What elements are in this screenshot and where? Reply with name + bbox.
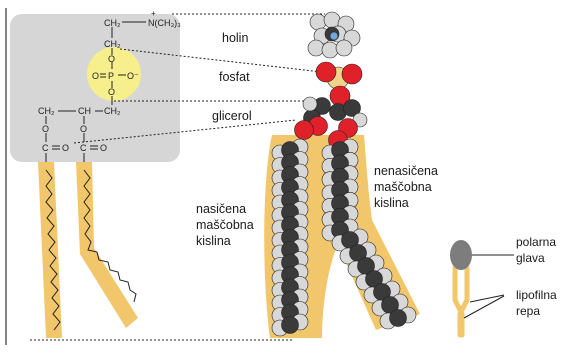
label-phosphate: fosfat xyxy=(219,70,250,84)
hydrogen-atom xyxy=(336,40,352,56)
label-polar-head-1: polarna xyxy=(516,235,556,249)
schematic-tails xyxy=(38,162,138,338)
label-polar-head-2: glava xyxy=(516,251,545,265)
ch2-top: CH₂ xyxy=(104,18,121,28)
o-link-1: O xyxy=(108,54,115,64)
ester-o-left: O xyxy=(42,124,49,134)
ch2-mid: CH₂ xyxy=(104,39,121,49)
label-saturated-2: maščobna xyxy=(196,218,254,232)
carbonyl-o-right: O xyxy=(100,143,107,153)
carbonyl-c-left: C xyxy=(42,143,49,153)
polar-head-icon xyxy=(450,240,472,270)
hydrogen-atom xyxy=(303,97,317,111)
choline-charge: + xyxy=(151,9,156,18)
label-unsaturated-1: nenasičena xyxy=(374,164,438,178)
o-link-2: O xyxy=(108,87,115,97)
hydrogen-atom xyxy=(322,42,338,58)
o-left: O xyxy=(92,71,99,81)
glycerol-ch2-right: CH₂ xyxy=(104,106,121,116)
ester-o-right: O xyxy=(80,124,87,134)
label-choline: holin xyxy=(222,31,248,45)
carbonyl-c-right: C xyxy=(80,143,87,153)
label-saturated-3: kislina xyxy=(196,234,231,248)
glycerol-ch2-left: CH₂ xyxy=(38,106,55,116)
carbonyl-o-left: O xyxy=(62,143,69,153)
carbon-atom xyxy=(390,310,407,327)
nitrogen-atom xyxy=(330,32,338,40)
label-lipophilic-tail-1: lipofilna xyxy=(516,288,557,302)
label-unsaturated-3: kislina xyxy=(374,196,409,210)
hydrogen-atom xyxy=(308,40,324,56)
o-right: O⁻ xyxy=(127,71,139,81)
glycerol-ch: CH xyxy=(78,106,91,116)
phospholipid-icon xyxy=(450,240,514,335)
phosphorus-letter: P xyxy=(108,71,114,81)
oxygen-atom xyxy=(342,64,362,84)
hydrogen-atom xyxy=(310,14,326,30)
label-lipophilic-tail-2: repa xyxy=(516,304,540,318)
oxygen-atom xyxy=(316,62,336,82)
oxygen-atom xyxy=(295,121,314,140)
hydrogen-atom xyxy=(324,12,340,28)
label-glycerol: glicerol xyxy=(212,109,252,123)
label-saturated-1: nasičena xyxy=(196,202,246,216)
choline-group: N(CH₃)₃ xyxy=(148,18,181,28)
carbon-atom xyxy=(282,317,299,334)
label-unsaturated-2: maščobna xyxy=(374,180,432,194)
